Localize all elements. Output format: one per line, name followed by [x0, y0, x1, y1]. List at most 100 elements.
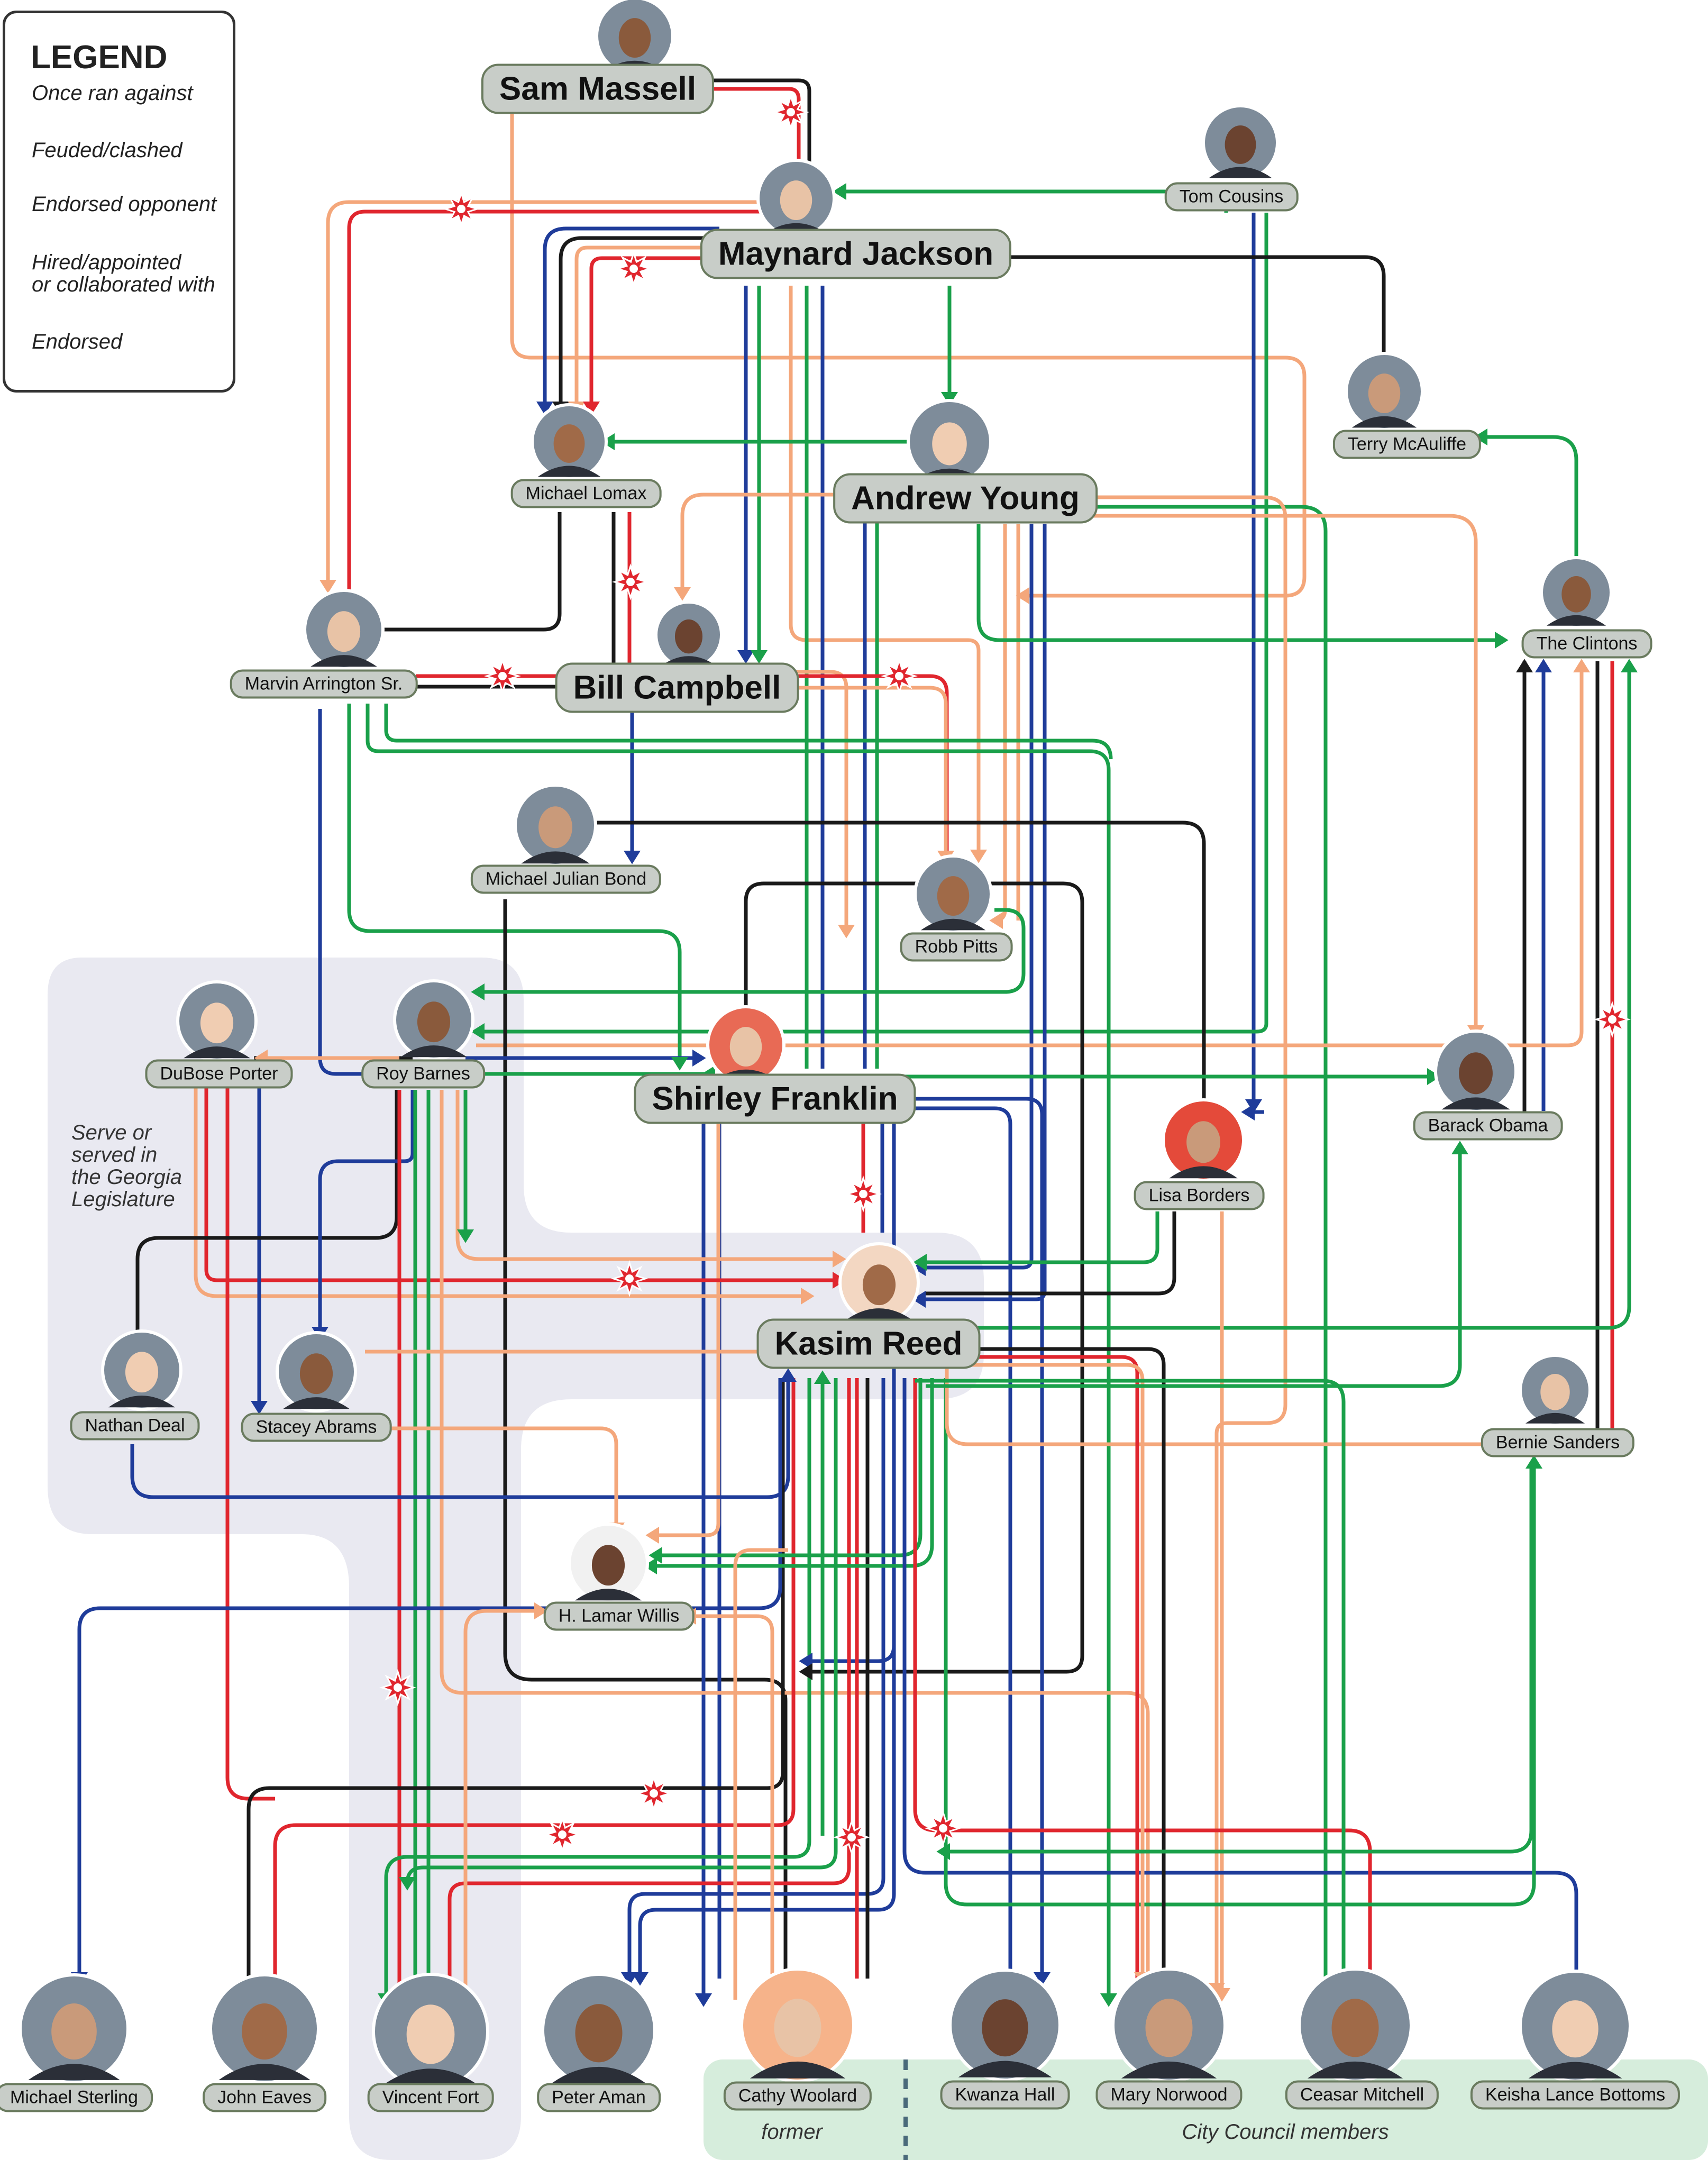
- edge-73: [194, 1087, 809, 1298]
- feud-burst-center: [625, 1274, 634, 1283]
- arrowhead-17: [1621, 659, 1638, 672]
- legend-item-ran-against: Once ran against: [32, 81, 193, 105]
- arrowhead-50: [1100, 1993, 1117, 2007]
- edge-23: [994, 524, 1007, 923]
- person-label: Michael Julian Bond: [470, 864, 662, 894]
- feud-burst-7: [611, 1260, 648, 1297]
- portrait-face: [780, 180, 812, 221]
- edge-39: [365, 512, 562, 632]
- legend-item-endorsed-opponent: Endorsed opponent: [32, 193, 217, 216]
- portrait-shoulders: [310, 655, 377, 667]
- arrowhead-79: [936, 1843, 950, 1860]
- portrait-campbell: [654, 600, 723, 669]
- portrait-shoulders: [551, 2066, 647, 2084]
- arrowhead-32: [780, 1368, 797, 1382]
- edge-67: [926, 1211, 1176, 1296]
- arrowhead-70: [471, 983, 485, 1000]
- arrowhead-19: [601, 433, 615, 450]
- person-label: Stacey Abrams: [241, 1412, 392, 1442]
- portrait-deal: [101, 1329, 182, 1411]
- portrait-shoulders: [920, 918, 986, 931]
- feud-burst-6: [845, 1175, 882, 1213]
- feud-burst-10: [635, 1775, 672, 1812]
- person-label: Robb Pitts: [900, 932, 1013, 962]
- edge-85: [130, 1375, 790, 1499]
- edge-5: [476, 213, 1268, 1034]
- edge-66: [920, 1211, 1159, 1264]
- legislature-region: [48, 958, 984, 2160]
- edge-6: [326, 200, 762, 586]
- portrait-norwood: [1111, 1967, 1227, 2083]
- edge-52: [587, 821, 1206, 1153]
- edge-74: [204, 1087, 841, 1282]
- edge-20: [680, 493, 841, 594]
- portrait-face: [1540, 1373, 1570, 1410]
- portrait-shoulders: [218, 2064, 310, 2080]
- edge-86: [365, 1426, 618, 1529]
- feud-burst-center: [650, 1789, 658, 1798]
- person-label: Bernie Sanders: [1481, 1428, 1635, 1457]
- arrowhead-6: [751, 650, 768, 664]
- portrait-bottoms: [1519, 1970, 1632, 2083]
- person-label: DuBose Porter: [145, 1059, 293, 1089]
- portrait-circles: [19, 0, 1632, 2090]
- portrait-face: [1552, 2000, 1599, 2058]
- portrait-face: [1331, 1999, 1379, 2057]
- arrowhead-1: [536, 402, 553, 415]
- arrowhead-15: [1535, 659, 1552, 672]
- feud-burst-center: [394, 1683, 402, 1692]
- portrait-sam: [595, 0, 674, 76]
- arrowhead-46: [632, 1972, 649, 1986]
- portrait-fort: [372, 1973, 489, 2090]
- person-label: Terry McAuliffe: [1332, 430, 1482, 459]
- portrait-marvin: [303, 589, 385, 670]
- portrait-face: [417, 1001, 451, 1043]
- feud-burst-9: [379, 1669, 416, 1706]
- edge-90: [273, 1378, 796, 2000]
- person-label: H. Lamar Willis: [543, 1601, 695, 1631]
- feud-burst-center: [498, 672, 507, 680]
- edge-110: [688, 1614, 774, 1979]
- person-label: Michael Lomax: [510, 479, 662, 508]
- portrait-shoulders: [400, 1045, 467, 1058]
- arrowhead-9: [970, 850, 987, 863]
- arrowhead-20: [1427, 1068, 1441, 1085]
- arrowhead-36: [649, 1547, 662, 1564]
- portrait-face: [1145, 1999, 1193, 2057]
- portrait-eaves: [209, 1973, 320, 2084]
- portrait-tom: [1202, 104, 1279, 181]
- portrait-borders: [1162, 1098, 1245, 1182]
- portrait-shoulders: [1307, 2061, 1403, 2079]
- edge-64: [894, 1097, 1044, 1979]
- edge-75: [225, 1087, 275, 1801]
- portrait-reed: [838, 1242, 920, 1324]
- edge-32: [1481, 435, 1578, 609]
- person-label: Kwanza Hall: [940, 2080, 1070, 2110]
- person-label: Cathy Woolard: [723, 2081, 872, 2111]
- feud-markers: [379, 94, 1631, 1856]
- arrowhead-21: [1241, 1104, 1255, 1120]
- legend-item-hired-line1: Hired/appointed: [32, 251, 181, 274]
- arrowhead-58: [457, 1229, 474, 1243]
- feud-burst-1: [443, 190, 480, 227]
- edge-55: [804, 881, 1084, 1674]
- feud-burst-center: [847, 1833, 856, 1842]
- feud-burst-12: [833, 1819, 870, 1856]
- person-label: Mary Norwood: [1095, 2080, 1243, 2110]
- person-label: Nathan Deal: [70, 1411, 200, 1441]
- arrowhead-4: [583, 402, 600, 415]
- portrait-woolard: [740, 1967, 855, 2083]
- arrowhead-74: [1016, 587, 1029, 604]
- feud-burst-4: [484, 658, 521, 695]
- arrowhead-62: [671, 1057, 688, 1071]
- edge-54: [744, 881, 931, 1047]
- feud-burst-13: [925, 1810, 962, 1847]
- portrait-shoulders: [1351, 416, 1417, 428]
- arrowhead-68: [692, 1050, 706, 1067]
- portrait-willis: [568, 1523, 649, 1604]
- portrait-face: [1561, 576, 1591, 613]
- legislature-label-line4: Legislature: [71, 1188, 175, 1211]
- feud-burst-center: [895, 672, 903, 680]
- portrait-bond: [514, 783, 597, 867]
- arrowhead-49: [1034, 1972, 1051, 1986]
